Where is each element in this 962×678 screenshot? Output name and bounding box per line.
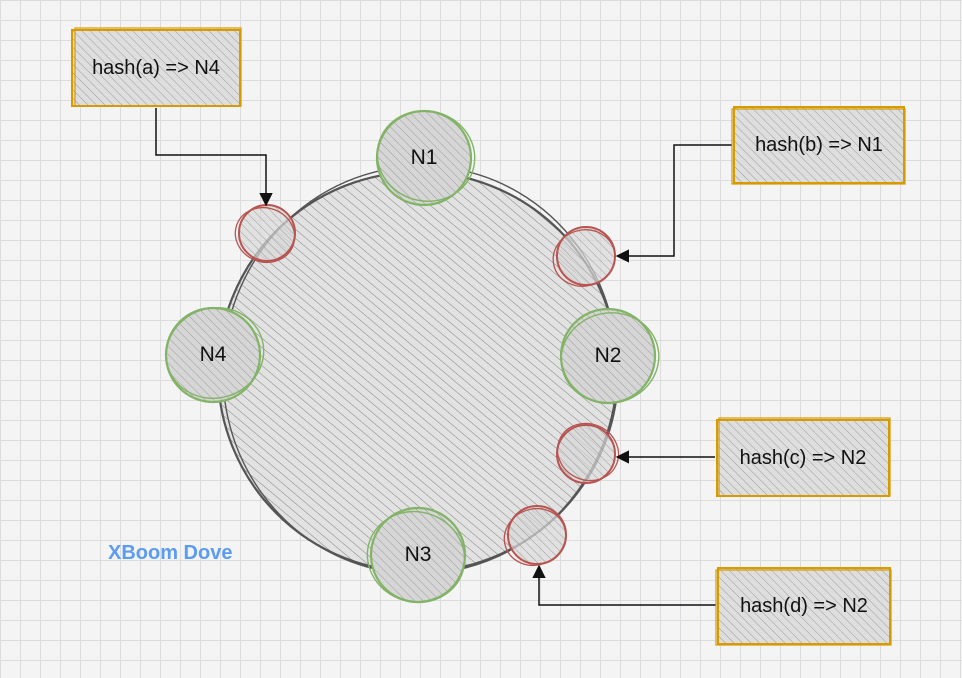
- hash-label-a: hash(a) => N4: [92, 56, 220, 79]
- hash-label-c: hash(c) => N2: [739, 446, 867, 469]
- node-label-n3: N3: [404, 543, 432, 566]
- hash-box-d-frame: [715, 567, 892, 646]
- hash-box-a: hash(a) => N4: [70, 27, 242, 108]
- key-circle-b: [552, 226, 616, 287]
- hash-box-b-frame: [731, 106, 906, 185]
- node-circle-n2: [559, 307, 660, 405]
- node-label-n2: N2: [594, 344, 622, 367]
- node-circle-n1: [375, 109, 476, 207]
- arrow-b-to-key: [615, 144, 732, 263]
- node-circle-n4: [164, 306, 265, 404]
- arrow-a-to-key: [155, 108, 273, 207]
- hash-label-d: hash(d) => N2: [740, 594, 868, 617]
- hash-label-b: hash(b) => N1: [755, 133, 883, 156]
- watermark-text: XBoom Dove: [108, 542, 233, 564]
- hash-box-d: hash(d) => N2: [715, 566, 892, 646]
- hash-box-c-frame: [716, 417, 891, 497]
- arrow-d-to-key: [532, 564, 716, 606]
- node-label-n4: N4: [199, 343, 227, 366]
- key-circle-c: [556, 422, 620, 484]
- key-circle-d: [503, 505, 567, 567]
- node-label-n1: N1: [410, 146, 438, 169]
- node-circle-n3: [366, 506, 467, 604]
- hash-box-b: hash(b) => N1: [731, 105, 906, 185]
- hash-box-c: hash(c) => N2: [715, 417, 891, 498]
- hash-box-a-frame: [71, 27, 242, 107]
